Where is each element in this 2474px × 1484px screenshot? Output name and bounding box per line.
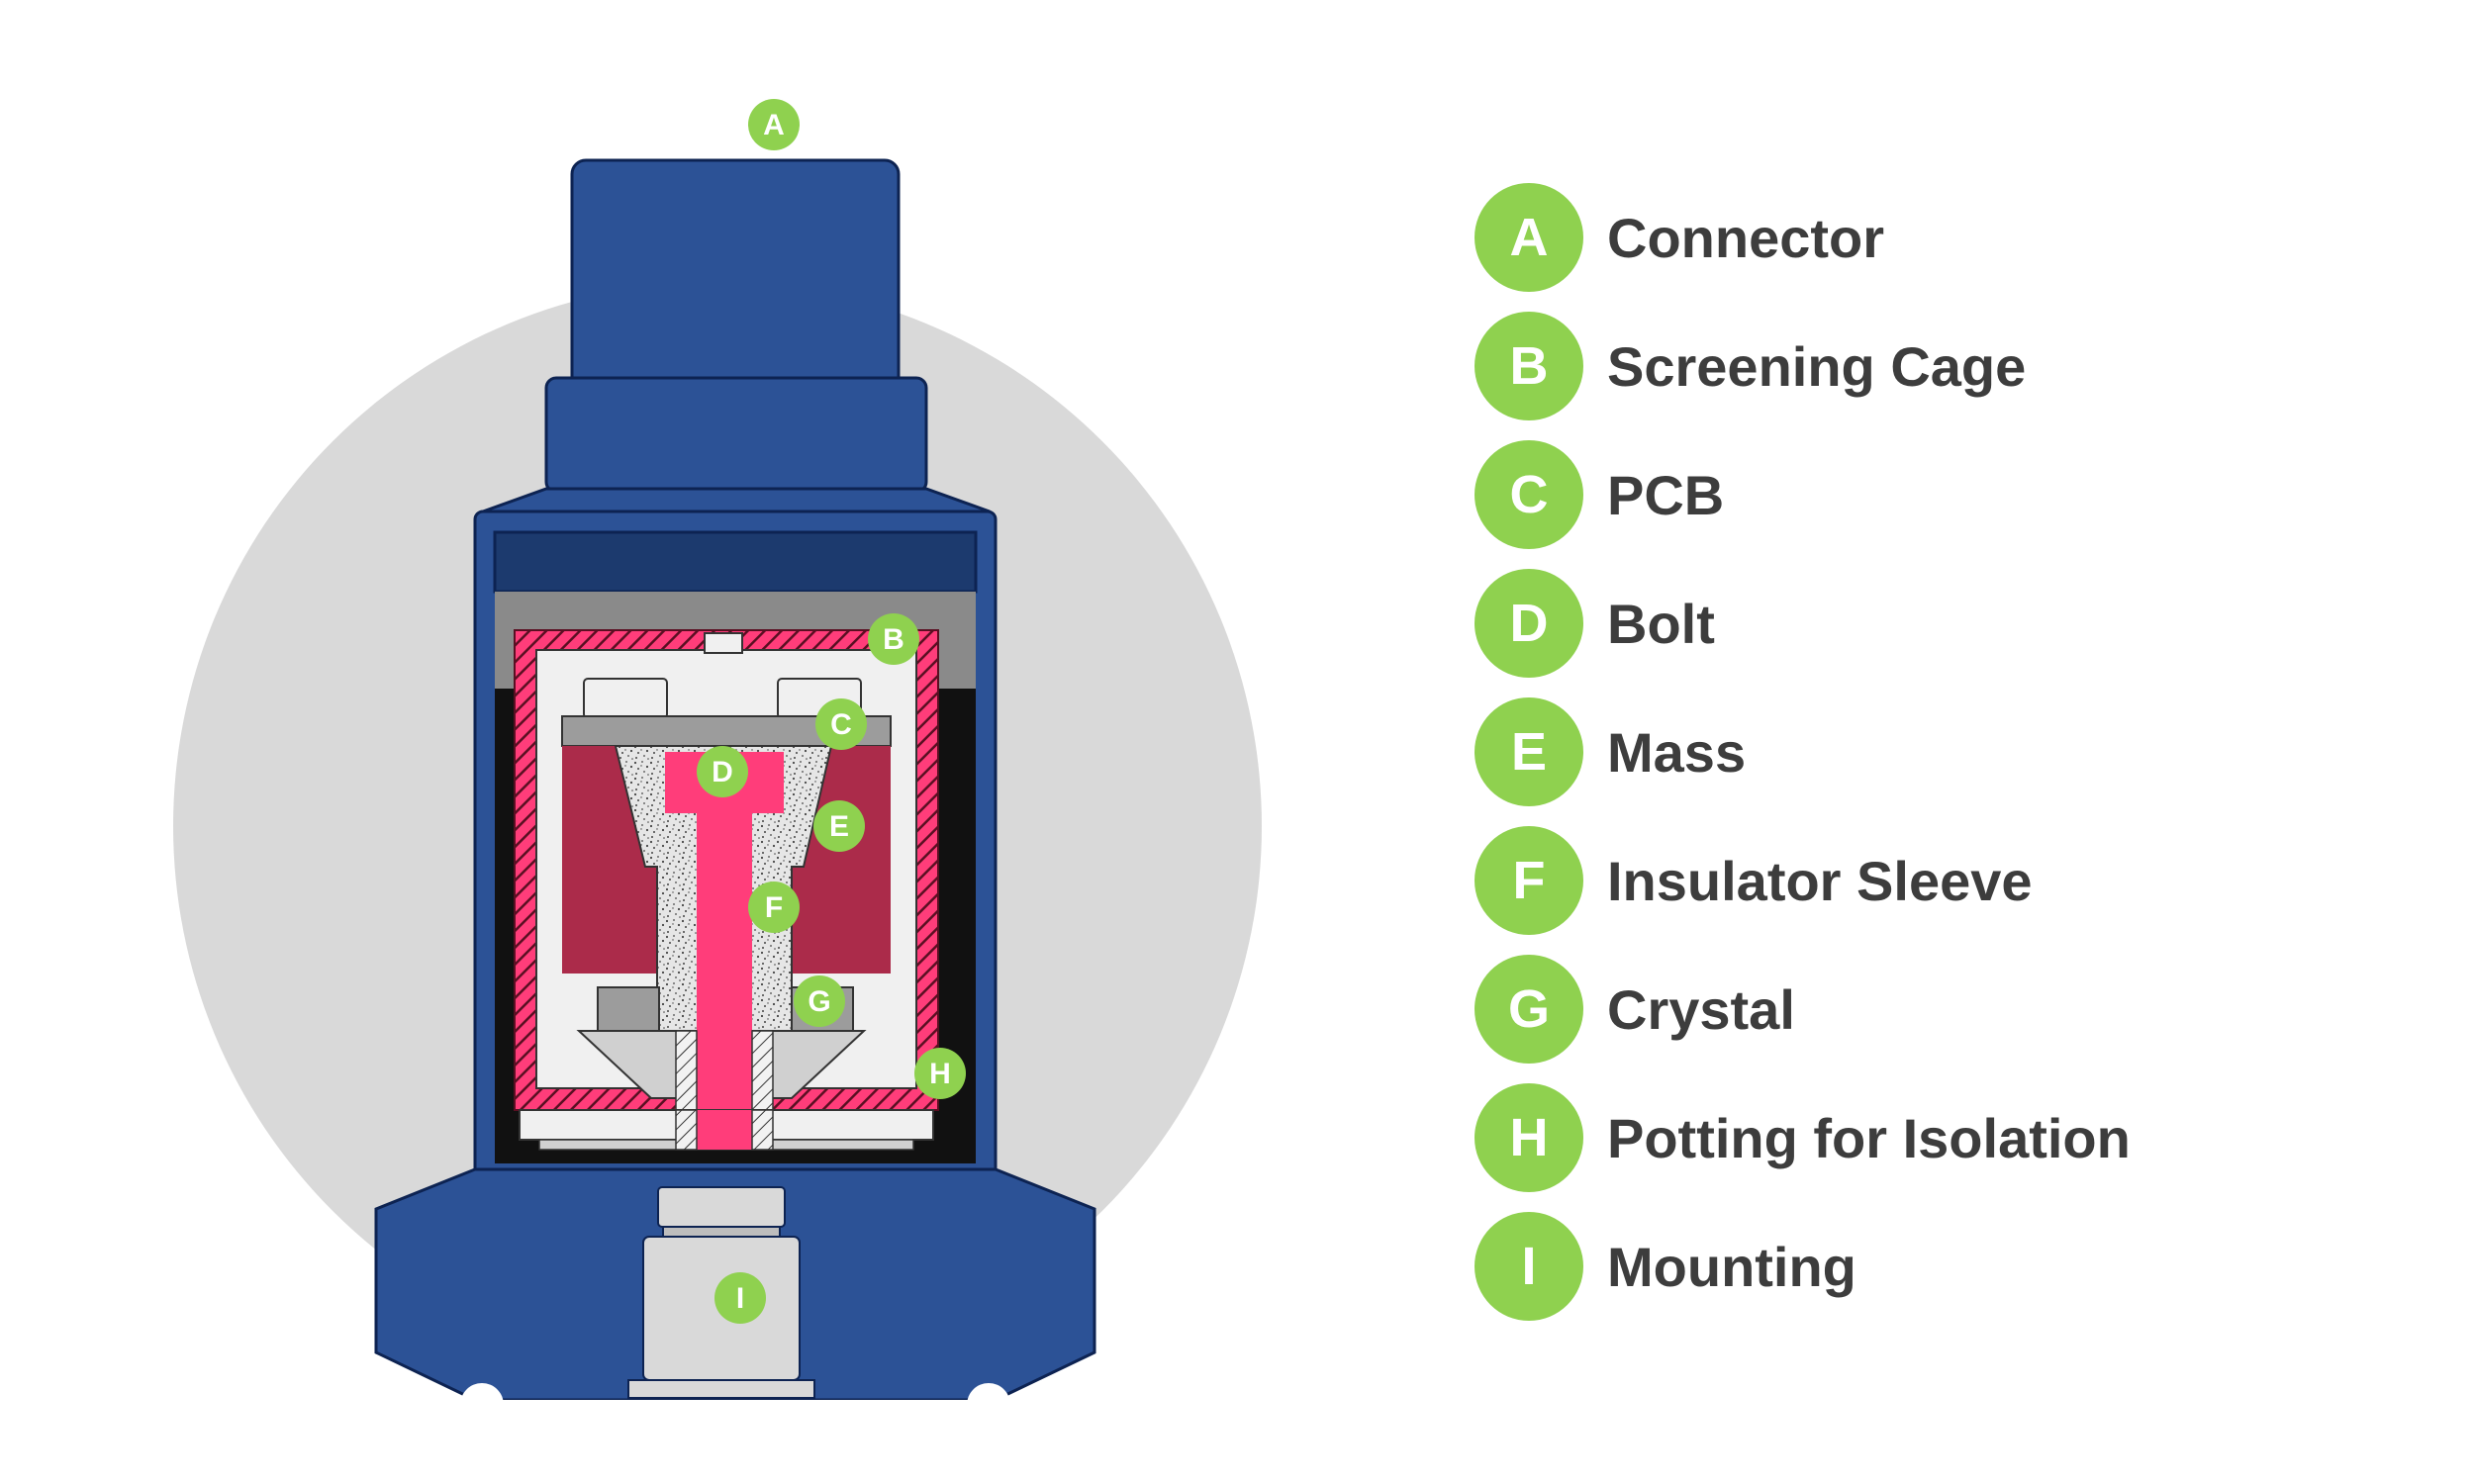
legend-label: Mounting — [1607, 1235, 1856, 1298]
legend-item-insulator-sleeve: F Insulator Sleeve — [1475, 816, 2365, 945]
cage-top-tab — [704, 632, 743, 654]
legend-badge: H — [1475, 1083, 1583, 1192]
callout-bubbles: A B C D E F G H I — [697, 99, 966, 1324]
callout-bubble-c: C — [815, 698, 867, 750]
legend-label: Mass — [1607, 720, 1747, 784]
legend-item-pcb: C PCB — [1475, 430, 2365, 559]
callout-bubble-letter: G — [808, 985, 830, 1018]
bolt-thread-left-overlay — [675, 1109, 698, 1151]
callout-bubble-d: D — [697, 746, 748, 797]
bolt-shaft-overlay — [697, 1110, 752, 1150]
legend-label: Insulator Sleeve — [1607, 849, 2033, 912]
legend-item-mass: E Mass — [1475, 688, 2365, 816]
legend-item-screening-cage: B Screening Cage — [1475, 302, 2365, 430]
callout-bubble-g: G — [794, 975, 845, 1027]
callout-bubble-letter: I — [736, 1282, 744, 1315]
legend-item-mounting: I Mounting — [1475, 1202, 2365, 1331]
callout-bubble-letter: B — [883, 623, 904, 656]
legend-badge: B — [1475, 312, 1583, 420]
legend-label: Potting for Isolation — [1607, 1106, 2131, 1169]
legend-label: PCB — [1607, 463, 1725, 526]
legend-badge: E — [1475, 697, 1583, 806]
legend-label: Crystal — [1607, 977, 1795, 1041]
callout-bubble-letter: A — [763, 109, 785, 141]
callout-bubble-letter: E — [829, 810, 849, 843]
legend-badge: I — [1475, 1212, 1583, 1321]
callout-bubble-a: A — [748, 99, 800, 150]
callout-bubble-letter: C — [830, 708, 852, 741]
callout-bubble-e: E — [813, 800, 865, 852]
accelerometer-cross-section: A B C D E F G H I — [173, 99, 1262, 1459]
crystal-part-left — [597, 986, 660, 1034]
bolt-thread-right-overlay — [751, 1109, 774, 1151]
legend-item-potting: H Potting for Isolation — [1475, 1073, 2365, 1202]
legend-badge: C — [1475, 440, 1583, 549]
base-mask — [346, 1400, 1138, 1459]
bolt-shaft — [697, 813, 752, 1150]
callout-bubble-b: B — [868, 613, 919, 665]
legend-badge: D — [1475, 569, 1583, 678]
legend-label: Connector — [1607, 206, 1884, 269]
callout-bubble-letter: F — [765, 891, 783, 924]
callout-bubble-h: H — [914, 1048, 966, 1099]
legend-badge: G — [1475, 955, 1583, 1064]
legend-item-crystal: G Crystal — [1475, 945, 2365, 1073]
pin-left — [583, 678, 668, 719]
callout-bubble-letter: H — [929, 1058, 951, 1090]
callout-bubble-i: I — [714, 1272, 766, 1324]
legend-item-connector: A Connector — [1475, 173, 2365, 302]
callout-bubble-f: F — [748, 881, 800, 933]
callout-bubble-letter: D — [712, 756, 733, 788]
legend-badge: A — [1475, 183, 1583, 292]
legend-label: Bolt — [1607, 592, 1715, 655]
legend-label: Screening Cage — [1607, 334, 2027, 398]
legend-item-bolt: D Bolt — [1475, 559, 2365, 688]
legend-badge: F — [1475, 826, 1583, 935]
